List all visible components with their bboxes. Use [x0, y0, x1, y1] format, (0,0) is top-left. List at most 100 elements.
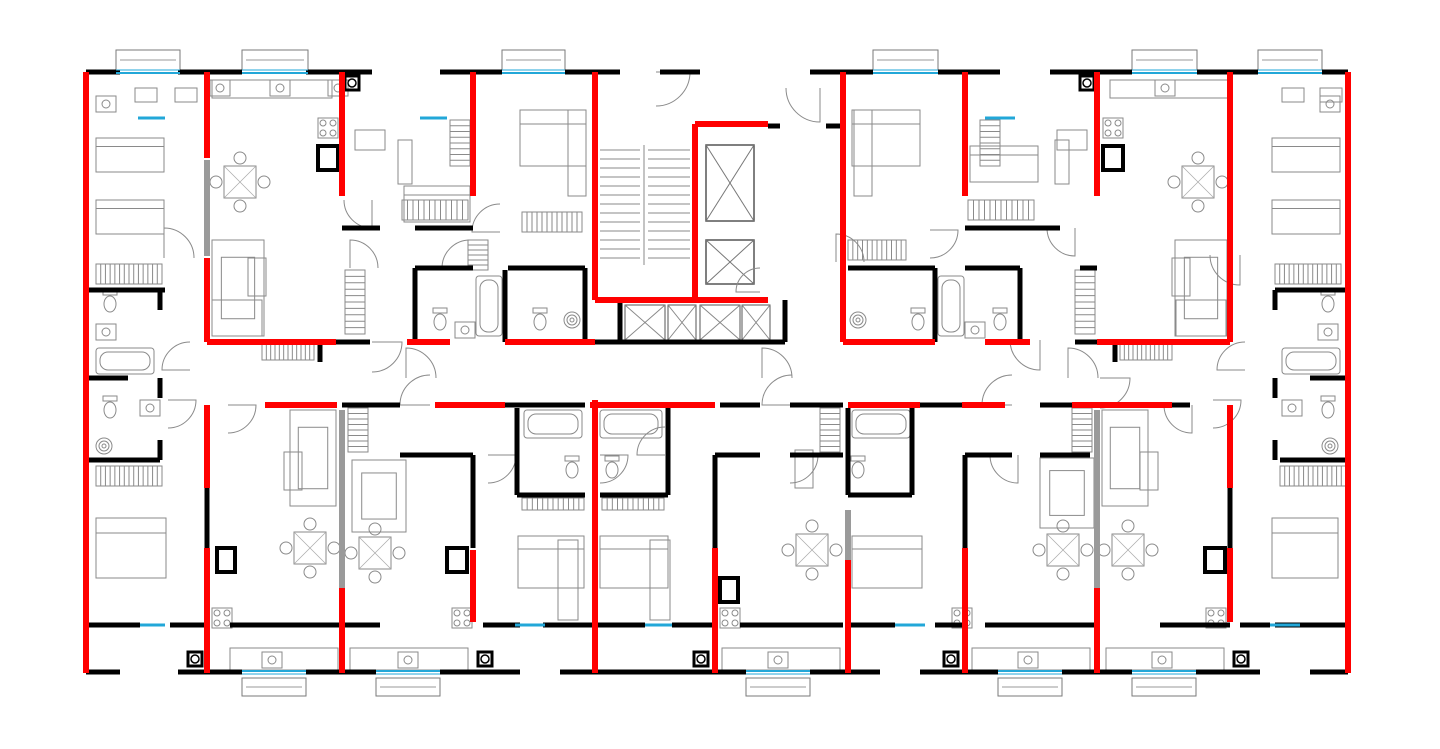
- stove-burner: [463, 609, 471, 617]
- door-swing-icon: [1209, 254, 1241, 286]
- furniture-piece: [794, 449, 814, 489]
- kitchen-stove-icon: [317, 117, 339, 139]
- wardrobe-icon: [853, 109, 873, 197]
- door-swing-icon: [405, 347, 437, 379]
- toilet-tank: [604, 455, 620, 462]
- dining-table-icon: [795, 533, 829, 567]
- stove-burner: [953, 609, 961, 617]
- chair-icon: [1056, 519, 1070, 533]
- chair-icon: [1145, 543, 1159, 557]
- stove-burner: [1114, 129, 1122, 137]
- bed-icon: [851, 109, 921, 167]
- chair-icon: [368, 522, 382, 536]
- sink-bowl: [1157, 655, 1167, 665]
- bed-icon: [519, 109, 587, 167]
- sink-bowl: [101, 327, 111, 337]
- furniture-piece: [174, 87, 198, 103]
- stove-burner: [721, 609, 729, 617]
- stove-burner: [1104, 119, 1112, 127]
- dining-table-icon: [1111, 533, 1145, 567]
- riser-icon: [1078, 74, 1096, 92]
- sink-bowl: [267, 655, 277, 665]
- riser-pipe-icon: [190, 654, 200, 664]
- counter-icon: [1175, 299, 1227, 337]
- bed-icon: [1271, 517, 1339, 579]
- chair-icon: [303, 565, 317, 579]
- door-swing-icon: [835, 233, 865, 263]
- riser-pipe-icon: [480, 654, 490, 664]
- riser-icon: [692, 650, 710, 668]
- stove-burner: [223, 609, 231, 617]
- sink-icon: [767, 651, 789, 669]
- riser-pipe-icon: [946, 654, 956, 664]
- bathtub-icon: [937, 275, 965, 337]
- chair-icon: [1191, 151, 1205, 165]
- sink-icon: [95, 323, 117, 341]
- sink-bowl: [460, 325, 470, 335]
- shower-icon: [852, 314, 864, 326]
- toilet-icon: [851, 461, 865, 479]
- sink-bowl: [275, 83, 285, 93]
- window-icon: [997, 677, 1063, 697]
- dining-table-icon: [358, 536, 392, 570]
- door-swing-icon: [227, 404, 257, 434]
- door-swing-icon: [761, 374, 793, 406]
- door-swing-icon: [167, 399, 197, 429]
- door-swing-icon: [1216, 341, 1246, 371]
- window-boxes-layer: [115, 49, 1323, 697]
- bathtub-basin: [99, 351, 151, 371]
- riser-pipe-icon: [1082, 78, 1092, 88]
- riser-pipe-icon: [347, 78, 357, 88]
- bed-icon: [95, 517, 167, 579]
- sofa-icon: [1039, 457, 1095, 529]
- door-swing-icon: [399, 374, 431, 406]
- sink-bowl: [1160, 83, 1170, 93]
- stove-burner: [1114, 119, 1122, 127]
- toilet-icon: [1321, 295, 1335, 313]
- chair-icon: [392, 546, 406, 560]
- shaft-box: [1101, 144, 1125, 172]
- wardrobe-icon: [649, 539, 671, 621]
- door-swing-icon: [161, 341, 191, 371]
- stove-burner: [721, 619, 729, 627]
- chair-icon: [829, 543, 843, 557]
- chair-icon: [233, 151, 247, 165]
- sink-icon: [1017, 651, 1039, 669]
- shaft-cross: [667, 304, 697, 341]
- window-icon: [1131, 677, 1197, 697]
- sink-bowl: [1023, 655, 1033, 665]
- dining-table-icon: [223, 165, 257, 199]
- riser-pipe-icon: [696, 654, 706, 664]
- sofa-seat: [361, 472, 397, 520]
- bathtub-basin: [855, 413, 907, 435]
- toilet-icon: [433, 313, 447, 331]
- kitchen-stove-icon: [1205, 607, 1227, 629]
- toilet-tank: [432, 307, 448, 314]
- toilet-icon: [103, 295, 117, 313]
- furniture-piece: [247, 257, 267, 297]
- door-swing-icon: [1212, 399, 1242, 429]
- furniture-piece: [354, 129, 386, 151]
- stove-burner: [453, 609, 461, 617]
- door-swing-icon: [371, 341, 403, 373]
- bathtub-icon: [475, 275, 503, 337]
- door-swing-icon: [1046, 227, 1076, 257]
- sink-icon: [964, 321, 986, 339]
- sofa-seat: [1109, 426, 1141, 490]
- toilet-tank: [564, 455, 580, 462]
- dining-table-icon: [1181, 165, 1215, 199]
- chair-icon: [303, 517, 317, 531]
- sofa-seat: [220, 256, 256, 320]
- furniture-piece: [1319, 87, 1343, 103]
- bathtub-basin: [603, 413, 659, 435]
- counter-icon: [229, 647, 339, 671]
- counter-icon: [721, 647, 841, 671]
- table-diag: [1111, 533, 1145, 567]
- toilet-tank: [1320, 395, 1336, 402]
- bed-icon: [403, 185, 471, 223]
- chair-icon: [805, 519, 819, 533]
- bathtub-icon: [1281, 347, 1341, 375]
- bathtub-icon: [523, 409, 583, 439]
- table-diag: [293, 531, 327, 565]
